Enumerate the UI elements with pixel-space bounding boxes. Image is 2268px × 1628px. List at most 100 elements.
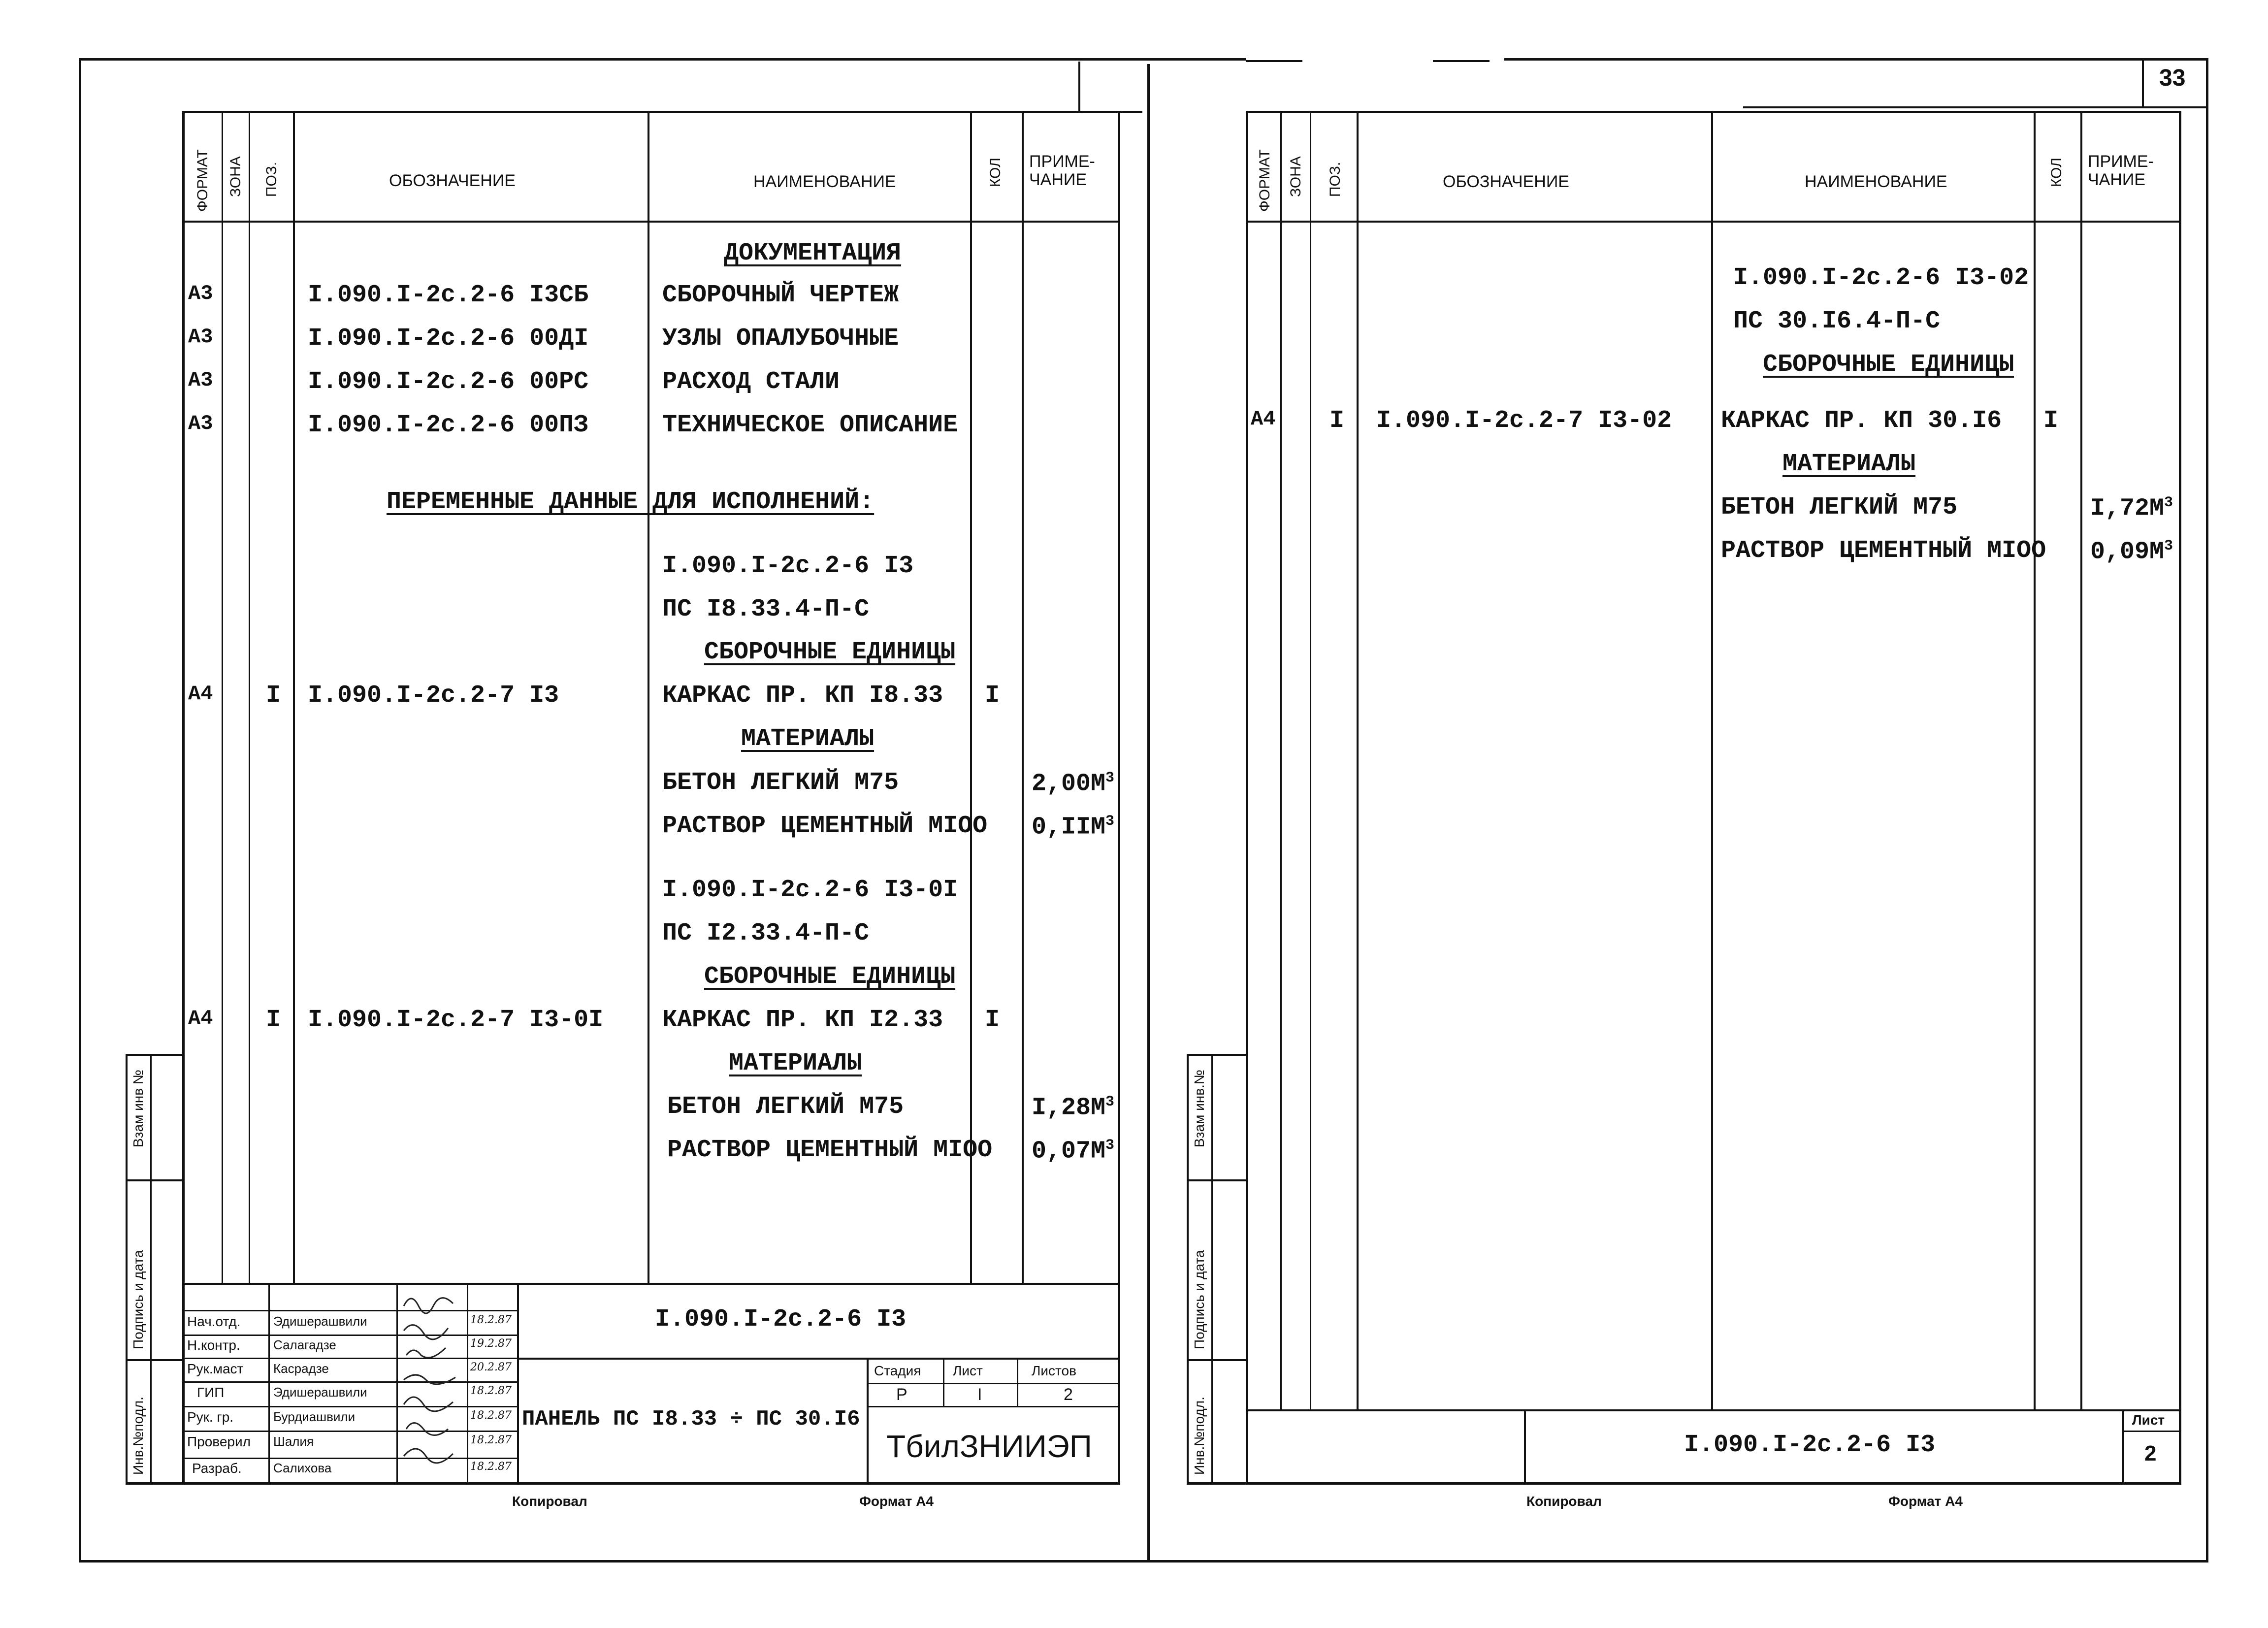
right-stamp-v2	[2122, 1409, 2124, 1483]
stamp-date-3: 18.2.87	[470, 1385, 512, 1397]
page-number-box-left	[2142, 58, 2144, 107]
stamp-row-line-2	[182, 1335, 517, 1336]
stamp-designation: I.090.I-2c.2-6 I3	[655, 1305, 907, 1334]
right-header-divider	[1246, 221, 2181, 223]
left-col-designation	[648, 111, 649, 1283]
right-col-pos	[1357, 111, 1359, 1411]
stamp-name-1: Салагадзе	[273, 1337, 336, 1352]
left-row-2-designation: I.090.I-2c.2-6 00ДI	[308, 325, 589, 353]
left-row-1-format: А3	[188, 282, 213, 305]
left-side-strip-div2	[126, 1359, 185, 1361]
right-col-qty	[2080, 111, 2082, 1411]
signatures-image	[403, 1297, 456, 1464]
right-stamp-top	[1246, 1409, 2181, 1411]
left-row-3-designation: I.090.I-2c.2-6 00РС	[308, 368, 589, 396]
right-stamp-sheet-div	[2122, 1431, 2181, 1432]
stamp-name-0: Эдишерашвили	[273, 1314, 367, 1329]
stamp-role-3: ГИП	[197, 1385, 225, 1400]
left-row-16-pos: I	[266, 1006, 281, 1034]
left-side-strip-top	[126, 1054, 185, 1056]
stamp-name-4: Бурдиашвили	[273, 1409, 356, 1424]
left-side-strip-inner	[150, 1054, 152, 1485]
left-hdr-designation: ОБОЗНАЧЕНИЕ	[389, 171, 516, 190]
right-hdr-qty: КОЛ	[2048, 158, 2065, 187]
stamp-role-2: Рук.маст	[187, 1361, 244, 1376]
left-row-11-note: 2,00М3	[1032, 770, 1115, 798]
stamp-date-6: 18.2.87	[470, 1461, 512, 1473]
stamp-stage-row	[867, 1383, 1120, 1384]
left-row-12-note: 0,IIМ3	[1032, 813, 1115, 842]
stamp-row-line-1	[182, 1310, 517, 1311]
left-row-14-name: ПС I2.33.4-П-С	[662, 919, 870, 947]
left-hdr-qty: КОЛ	[987, 158, 1004, 187]
right-row-4-name: МАТЕРИАЛЫ	[1782, 450, 1916, 478]
left-row-7-name: ПС I8.33.4-П-С	[662, 595, 870, 623]
stamp-date-4: 18.2.87	[470, 1409, 512, 1422]
right-copied-label: Копировал	[1526, 1494, 1602, 1509]
left-row-16-qty: I	[985, 1006, 1000, 1034]
left-hdr-note: ПРИМЕ- ЧАНИЕ	[1029, 152, 1095, 190]
left-side-strip-div1	[126, 1179, 185, 1181]
left-row-16-name: КАРКАС ПР. КП I2.33	[662, 1006, 943, 1034]
stamp-row-line-4	[182, 1381, 517, 1383]
left-sheet-left	[182, 111, 185, 1485]
left-col-pos	[293, 111, 295, 1283]
stamp-date-0: 18.2.87	[470, 1314, 512, 1326]
left-row-19-note: 0,07М3	[1032, 1137, 1115, 1166]
right-row-5-note: I,72М3	[2090, 494, 2173, 523]
stamp-designation-divider	[517, 1358, 1120, 1360]
right-hdr-designation: ОБОЗНАЧЕНИЕ	[1443, 172, 1569, 191]
left-row-6-name: I.090.I-2c.2-6 I3	[662, 552, 914, 580]
stamp-stage-v1	[943, 1358, 944, 1407]
page-divider	[1147, 64, 1150, 1561]
stamp-name-2: Касрадзе	[273, 1361, 329, 1376]
left-row-12-name: РАСТВОР ЦЕМЕНТНЫЙ МIОО	[662, 812, 988, 840]
stamp-role-4: Рук. гр.	[187, 1409, 234, 1425]
right-row-3-designation: I.090.I-2c.2-7 I3-02	[1376, 407, 1672, 435]
right-side-strip-inner	[1211, 1054, 1213, 1485]
left-sheet-top	[182, 111, 1142, 113]
right-stamp-v1	[1524, 1409, 1526, 1483]
stamp-row-line-7	[182, 1458, 517, 1459]
right-sheet-bottom	[1187, 1482, 2181, 1485]
left-header-divider	[182, 221, 1120, 223]
right-row-6-note: 0,09М3	[2090, 538, 2173, 566]
left-row-17-name: МАТЕРИАЛЫ	[729, 1049, 862, 1077]
stamp-stage-v2	[1017, 1358, 1018, 1407]
page-number: 33	[2159, 65, 2186, 91]
left-row-1-designation: I.090.I-2c.2-6 I3СБ	[308, 281, 589, 309]
left-side-label-1: Подпись и дата	[130, 1250, 146, 1349]
right-row-6-name: РАСТВОР ЦЕМЕНТНЫЙ МIОО	[1721, 537, 2046, 565]
outer-frame-top-gap-2	[1433, 60, 1490, 62]
outer-frame-right	[2206, 58, 2208, 1563]
right-col-name	[2034, 111, 2036, 1411]
right-row-3-name: КАРКАС ПР. КП 30.I6	[1721, 407, 2002, 435]
right-side-strip-div1	[1187, 1179, 1248, 1181]
left-row-18-name: БЕТОН ЛЕГКИЙ М75	[667, 1093, 904, 1121]
right-sheet-top	[1246, 111, 2181, 113]
right-side-strip-top	[1187, 1054, 1248, 1056]
right-stamp-designation: I.090.I-2c.2-6 I3	[1684, 1431, 1936, 1459]
outer-frame-bottom	[79, 1560, 2208, 1563]
left-row-1-name: СБОРОЧНЫЙ ЧЕРТЕЖ	[662, 281, 899, 309]
left-row-2-name: УЗЛЫ ОПАЛУБОЧНЫЕ	[662, 325, 899, 353]
left-copied-label: Копировал	[512, 1494, 587, 1509]
page-number-box-bottom	[1743, 106, 2206, 108]
stamp-row-line-3	[182, 1358, 517, 1359]
right-stamp-sheet-value: 2	[2144, 1441, 2157, 1465]
stamp-left-v3	[467, 1283, 468, 1485]
left-row-15-name: СБОРОЧНЫЕ ЕДИНИЦЫ	[704, 963, 956, 991]
left-hdr-name: НАИМЕНОВАНИЕ	[753, 172, 896, 191]
stamp-name-3: Эдишерашвили	[273, 1385, 367, 1400]
left-row-13-name: I.090.I-2c.2-6 I3-0I	[662, 876, 958, 904]
left-side-label-0: Взам инв №	[130, 1070, 146, 1147]
left-col-zone	[249, 111, 250, 1283]
left-row-0-name: ДОКУМЕНТАЦИЯ	[724, 239, 902, 267]
left-row-3-name: РАСХОД СТАЛИ	[662, 368, 840, 396]
stamp-sheet-value: I	[977, 1385, 982, 1404]
stamp-stage-row2	[867, 1406, 1120, 1407]
right-hdr-pos: ПОЗ.	[1327, 162, 1343, 197]
outer-frame-top-gap-1	[1246, 60, 1302, 62]
right-sheet-right	[2179, 111, 2181, 1485]
right-row-3-qty: I	[2043, 407, 2059, 435]
